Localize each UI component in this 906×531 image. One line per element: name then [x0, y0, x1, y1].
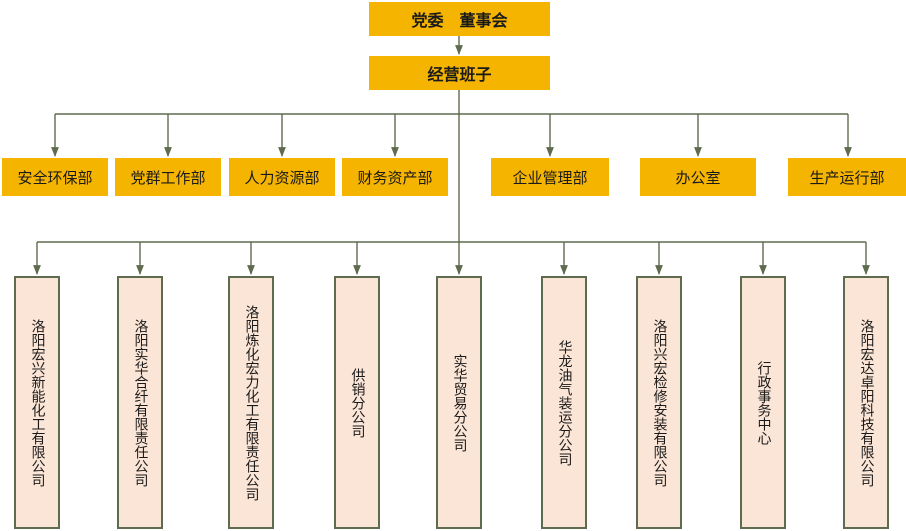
- dept-production: 生产运行部: [788, 158, 906, 196]
- party-board-label: 党委 董事会: [411, 11, 508, 30]
- management-team-box: 经营班子: [369, 56, 550, 90]
- dept-label: 办公室: [675, 168, 721, 187]
- dept-label: 党群工作部: [130, 168, 206, 187]
- subsidiary-label: 实华贸易分公司: [451, 353, 468, 452]
- subsidiary-label: 洛阳兴宏检修安装有限公司: [651, 318, 668, 487]
- subsidiary-box: 洛阳宏达卓阳科技有限公司: [843, 276, 889, 529]
- dept-finance-assets: 财务资产部: [342, 158, 448, 196]
- subsidiary-box: 洛阳实华合纤有限责任公司: [117, 276, 163, 529]
- subsidiary-box: 洛阳炼化宏力化工有限责任公司: [228, 276, 274, 529]
- dept-safety-env: 安全环保部: [2, 158, 108, 196]
- dept-office: 办公室: [640, 158, 756, 196]
- subsidiary-label: 洛阳宏兴新能化工有限公司: [29, 318, 46, 487]
- subsidiary-label: 华龙油气装运分公司: [556, 339, 573, 466]
- subsidiary-box: 实华贸易分公司: [436, 276, 482, 529]
- subsidiary-box: 华龙油气装运分公司: [541, 276, 587, 529]
- management-team-label: 经营班子: [427, 65, 492, 84]
- dept-label: 人力资源部: [244, 168, 320, 187]
- dept-party-affairs: 党群工作部: [115, 158, 221, 196]
- subsidiary-label: 洛阳宏达卓阳科技有限公司: [858, 318, 875, 487]
- subsidiary-box: 洛阳宏兴新能化工有限公司: [14, 276, 60, 529]
- subsidiary-box: 行政事务中心: [740, 276, 786, 529]
- subsidiary-label: 洛阳实华合纤有限责任公司: [132, 318, 149, 487]
- dept-label: 财务资产部: [357, 168, 433, 187]
- subsidiary-box: 洛阳兴宏检修安装有限公司: [636, 276, 682, 529]
- dept-human-resources: 人力资源部: [229, 158, 335, 196]
- dept-label: 生产运行部: [809, 168, 885, 187]
- dept-enterprise-mgmt: 企业管理部: [491, 158, 609, 196]
- dept-label: 安全环保部: [17, 168, 93, 187]
- party-board-box: 党委 董事会: [369, 2, 550, 36]
- dept-label: 企业管理部: [512, 168, 588, 187]
- subsidiary-box: 供销分公司: [334, 276, 380, 529]
- subsidiary-label: 行政事务中心: [755, 360, 772, 445]
- subsidiary-label: 供销分公司: [349, 367, 366, 438]
- subsidiary-label: 洛阳炼化宏力化工有限责任公司: [243, 304, 260, 501]
